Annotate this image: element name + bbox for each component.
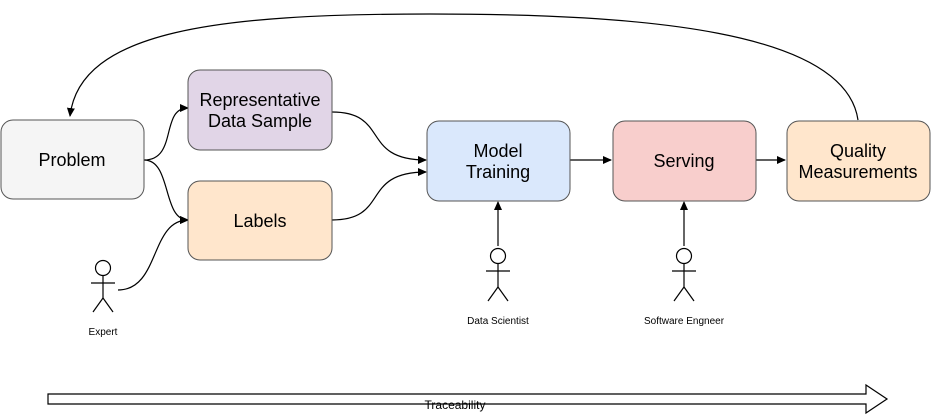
actor-software-engineer: Software Engneer bbox=[644, 247, 725, 327]
edge-problem-to-labels bbox=[143, 159, 189, 224]
node-serving: Serving bbox=[612, 120, 757, 202]
actor-data-scientist: Data Scientist bbox=[467, 247, 529, 327]
node-data-sample-label-line1: Representative bbox=[199, 90, 320, 110]
actor-software-engineer-head-icon bbox=[675, 247, 693, 265]
edge-expert-to-labels bbox=[117, 216, 189, 291]
actor-data-scientist-head-icon bbox=[489, 247, 507, 265]
node-labels: Labels bbox=[187, 180, 333, 261]
node-data-sample: Representative Data Sample bbox=[187, 69, 333, 151]
actor-expert: Expert bbox=[89, 259, 118, 338]
node-model-training-label-line1: Model bbox=[473, 141, 522, 161]
node-serving-label: Serving bbox=[653, 151, 714, 171]
node-data-sample-label-line2: Data Sample bbox=[208, 111, 312, 131]
node-quality-measurements: Quality Measurements bbox=[786, 120, 931, 202]
edge-data-sample-to-model-training bbox=[331, 111, 427, 164]
traceability-label: Traceability bbox=[425, 398, 486, 412]
node-model-training-label-line2: Training bbox=[466, 162, 530, 182]
node-model-training: Model Training bbox=[426, 120, 571, 202]
node-quality-label-line2: Measurements bbox=[798, 162, 917, 182]
edge-problem-to-data-sample bbox=[143, 104, 189, 161]
node-problem: Problem bbox=[0, 119, 145, 200]
node-problem-label: Problem bbox=[38, 150, 105, 170]
node-labels-label: Labels bbox=[233, 211, 286, 231]
actor-expert-head-icon bbox=[94, 259, 112, 277]
edge-labels-to-model-training bbox=[331, 168, 427, 221]
actor-expert-label: Expert bbox=[89, 327, 118, 338]
traceability-arrow: Traceability bbox=[47, 383, 889, 415]
feedback-loop-edge bbox=[66, 13, 859, 121]
actor-software-engineer-label: Software Engneer bbox=[644, 316, 725, 327]
traceability-arrow-shape bbox=[47, 383, 889, 415]
actor-data-scientist-label: Data Scientist bbox=[467, 316, 529, 327]
node-quality-label-line1: Quality bbox=[830, 141, 886, 161]
